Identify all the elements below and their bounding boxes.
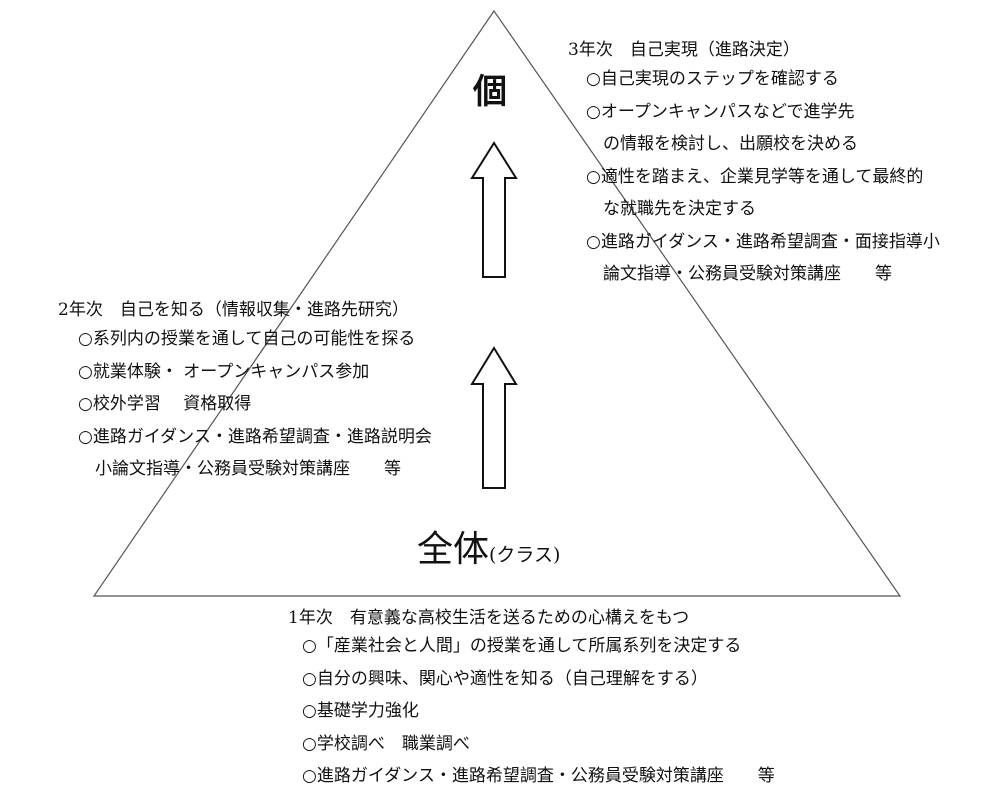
lower-arrow xyxy=(470,346,518,489)
year1-item: ○学校調べ 職業調べ xyxy=(302,733,470,754)
apex-label-individual: 個 xyxy=(473,72,507,112)
year2-item: ○進路ガイダンス・進路希望調査・進路説明会 xyxy=(78,426,432,447)
base-label-sub: (クラス) xyxy=(489,544,561,566)
year3-heading: 3年次 自己実現（進路決定） xyxy=(568,40,800,60)
year2-item: ○校外学習 資格取得 xyxy=(78,394,252,414)
base-label-main: 全体 xyxy=(417,529,490,570)
base-label-whole: 全体(クラス) xyxy=(417,527,560,578)
year3-item: ○自己実現のステップを確認する xyxy=(586,69,839,89)
year3-item: の情報を検討し、出願校を決める xyxy=(586,134,858,154)
year3-item: ○適性を踏まえ、企業見学等を通して最終的 xyxy=(586,166,924,187)
year1-item: ○自分の興味、関心や適性を知る（自己理解をする） xyxy=(302,668,708,689)
year2-list: ○系列内の授業を通して自己の可能性を探る ○就業体験・ オープンキャンパス参加 … xyxy=(58,323,432,486)
year2-item: ○系列内の授業を通して自己の可能性を探る xyxy=(78,329,416,349)
year1-heading: 1年次 有意義な高校生活を送るための心構えをもつ xyxy=(288,608,690,628)
year3-section: 3年次 自己実現（進路決定） ○自己実現のステップを確認する ○オープンキャンパ… xyxy=(568,38,940,291)
upper-arrow xyxy=(470,141,518,278)
year1-item: ○「産業社会と人間」の授業を通して所属系列を決定する xyxy=(302,636,742,656)
year1-section: 1年次 有意義な高校生活を送るための心構えをもつ ○「産業社会と人間」の授業を通… xyxy=(288,606,775,793)
year3-item: ○オープンキャンパスなどで進学先 xyxy=(586,101,855,122)
year1-item: ○進路ガイダンス・進路希望調査・公務員受験対策講座 等 xyxy=(302,766,775,786)
pyramid-triangle xyxy=(92,9,902,597)
year3-item: ○進路ガイダンス・進路希望調査・面接指導小 xyxy=(586,231,940,252)
year2-heading: 2年次 自己を知る（情報収集・進路先研究） xyxy=(58,300,409,320)
year2-item: 小論文指導・公務員受験対策講座 等 xyxy=(78,459,401,479)
year3-item: な就職先を決定する xyxy=(586,199,756,219)
year2-section: 2年次 自己を知る（情報収集・進路先研究） ○系列内の授業を通して自己の可能性を… xyxy=(58,298,432,486)
year3-list: ○自己実現のステップを確認する ○オープンキャンパスなどで進学先 の情報を検討し… xyxy=(568,63,940,291)
year1-list: ○「産業社会と人間」の授業を通して所属系列を決定する ○自分の興味、関心や適性を… xyxy=(288,630,775,793)
year3-item: 論文指導・公務員受験対策講座 等 xyxy=(586,264,892,284)
year2-item: ○就業体験・ オープンキャンパス参加 xyxy=(78,361,370,382)
year1-item: ○基礎学力強化 xyxy=(302,701,419,721)
